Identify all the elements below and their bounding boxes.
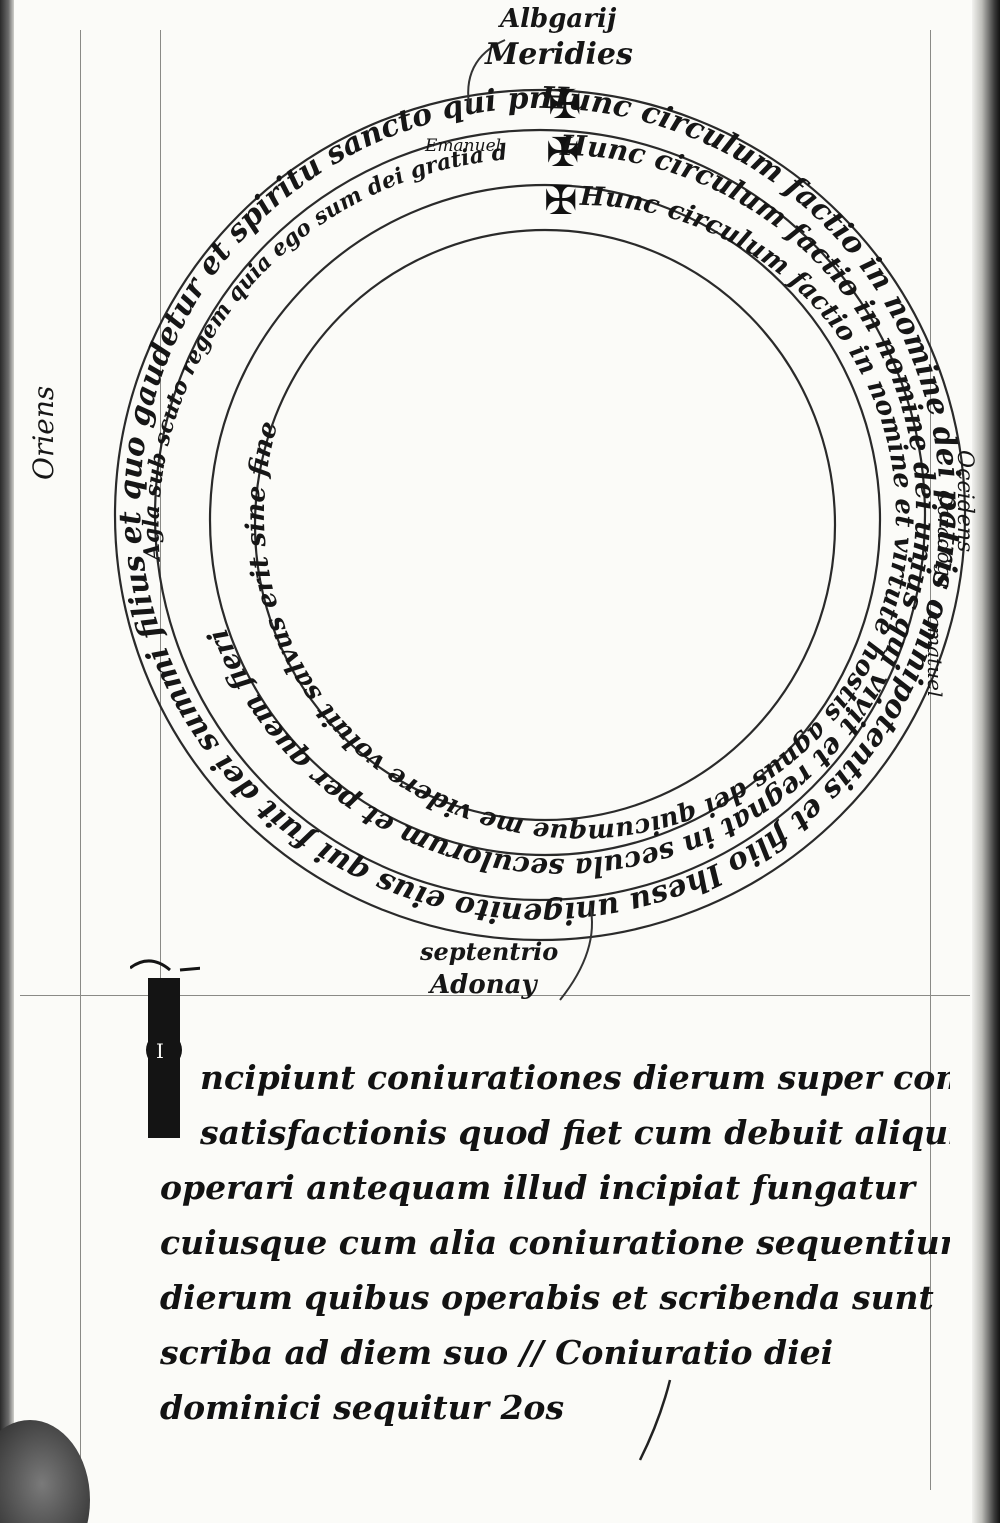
svg-text:I: I — [156, 1039, 164, 1063]
left-binding-edge — [0, 0, 14, 1523]
text-line-7: dominici sequitur 2os — [160, 1388, 565, 1427]
ruling-line-left-2 — [160, 30, 161, 1030]
text-line-2: satisfactionis quod fiet cum debuit aliq… — [200, 1113, 950, 1152]
text-line-3: operari antequam illud incipiat fungatur — [160, 1168, 916, 1207]
inner-circle — [253, 228, 837, 822]
ruling-line-right — [930, 30, 931, 1490]
text-line-6: scriba ad diem suo // Coniuratio diei — [160, 1333, 834, 1372]
ruling-line-horizontal — [20, 995, 970, 996]
label-right-2: Coradoga — [933, 490, 957, 589]
flourish-stroke-bottom — [638, 1379, 672, 1461]
right-page-edge — [972, 0, 1000, 1523]
label-top-1: Albgarij — [500, 4, 617, 34]
text-line-1: ncipiunt coniurationes dierum super comp… — [200, 1058, 950, 1097]
ruling-line-left — [80, 30, 81, 1490]
ring-inner-text: Hunc circulum factio in nomine et virtut… — [241, 182, 919, 848]
cross-symbol-2: ✠ — [546, 130, 580, 176]
label-bottom-1: septentrio — [420, 937, 559, 966]
label-small-note: Emanuel — [425, 136, 502, 156]
cross-symbol-3: ✠ — [544, 178, 578, 224]
label-top-2: Meridies — [485, 37, 633, 72]
decorated-initial-i: I — [130, 959, 200, 1138]
outer-circle-2 — [153, 128, 927, 902]
middle-circle — [208, 183, 882, 857]
flourish-bottom — [559, 904, 593, 1001]
flourish-top — [467, 39, 506, 111]
text-line-5: dierum quibus operabis et scribenda sunt — [160, 1278, 934, 1317]
label-left: Oriens — [27, 385, 60, 480]
label-bottom-2: Adonay — [430, 970, 537, 1000]
text-line-4: cuiusque cum alia coniuratione sequentiu… — [160, 1223, 950, 1262]
cross-symbol-1: ✠ — [548, 82, 582, 128]
incipit-text-block: ncipiunt coniurationes dierum super comp… — [160, 1050, 950, 1435]
label-right-3: Camatuel — [923, 600, 947, 698]
ring-middle-text: Hunc circulum factio in nomine dei unius… — [201, 129, 942, 885]
outer-circle-1 — [113, 88, 967, 942]
